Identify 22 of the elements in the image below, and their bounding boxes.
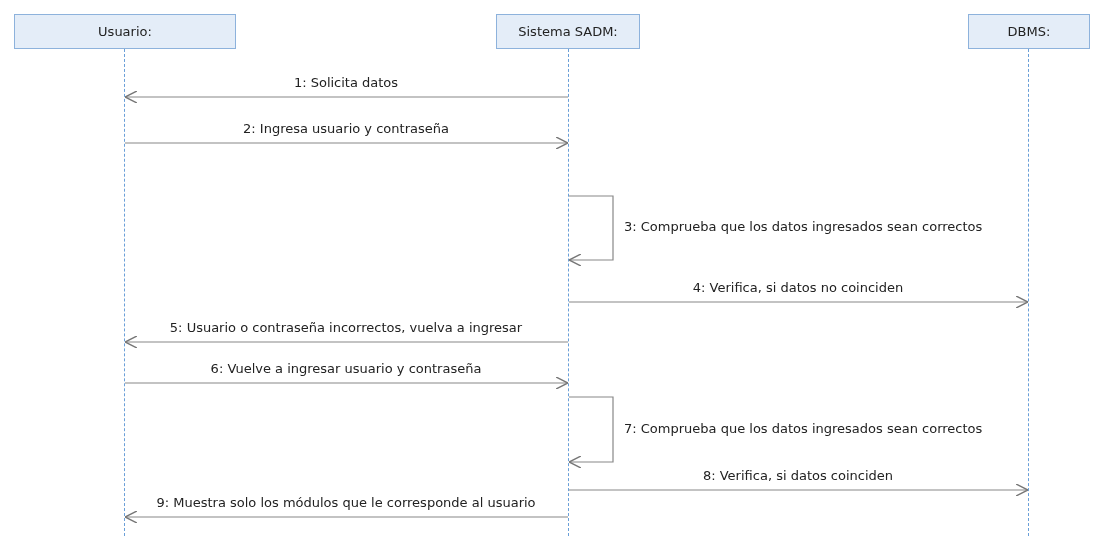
message-label: 2: Ingresa usuario y contraseña: [241, 121, 451, 136]
message-arrow: [124, 335, 569, 349]
message-label: 7: Comprueba que los datos ingresados sean correctos: [622, 420, 985, 436]
lifeline: [568, 49, 569, 536]
message-arrow: [124, 136, 569, 150]
lifeline-header: Sistema SADM:: [496, 14, 640, 49]
message-arrow: [124, 510, 569, 524]
lifeline-header: Usuario:: [14, 14, 236, 49]
lifeline: [1028, 49, 1029, 536]
message-arrow: [568, 396, 614, 469]
lifeline-header: DBMS:: [968, 14, 1090, 49]
message-label: 6: Vuelve a ingresar usuario y contraseña: [208, 361, 484, 376]
message-arrow: [568, 295, 1029, 309]
message-label: 5: Usuario o contraseña incorrectos, vuelva a ingresar: [167, 320, 525, 335]
message-arrow: [124, 90, 569, 104]
message-arrow: [568, 483, 1029, 497]
message-label: 4: Verifica, si datos no coinciden: [690, 280, 906, 295]
lifeline: [124, 49, 125, 536]
message-label: 3: Comprueba que los datos ingresados sean correctos: [622, 219, 985, 234]
message-label: 9: Muestra solo los módulos que le corresponde al usuario: [154, 495, 538, 510]
message-arrow: [568, 195, 614, 267]
message-arrow: [124, 376, 569, 390]
